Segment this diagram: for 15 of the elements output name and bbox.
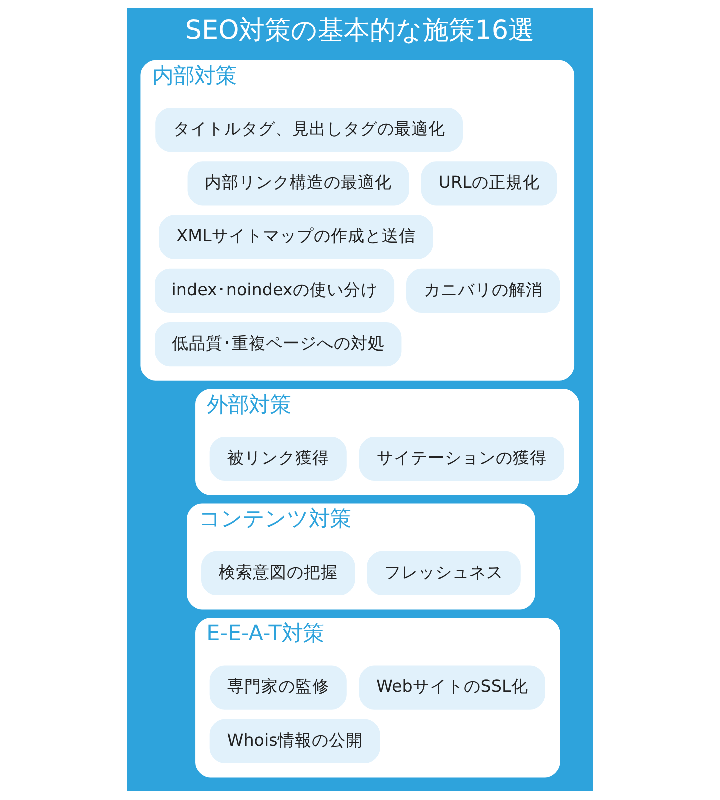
node-box: 低品質･重複ページへの対処 xyxy=(155,322,402,367)
diagram-title: SEO対策の基本的な施策16選 xyxy=(185,16,535,46)
node-box: 被リンク獲得 xyxy=(210,436,347,482)
node-box: 専門家の監修 xyxy=(210,666,347,710)
node-box: XMLサイトマップの作成と送信 xyxy=(159,215,434,260)
node-box: サイテーションの獲得 xyxy=(359,436,564,482)
node-box: 内部リンク構造の最適化 xyxy=(188,162,410,206)
node-box: URLの正規化 xyxy=(421,162,558,206)
node-box: カニバリの解消 xyxy=(406,268,560,313)
node-box: 検索意図の把握 xyxy=(202,551,356,596)
node-box: index･noindexの使い分け xyxy=(155,268,395,313)
node-box: タイトルタグ、見出しタグの最適化 xyxy=(156,108,464,152)
node-box: フレッシュネス xyxy=(367,551,521,596)
node-box: WebサイトのSSL化 xyxy=(359,666,546,710)
node-box: Whois情報の公開 xyxy=(210,719,380,764)
